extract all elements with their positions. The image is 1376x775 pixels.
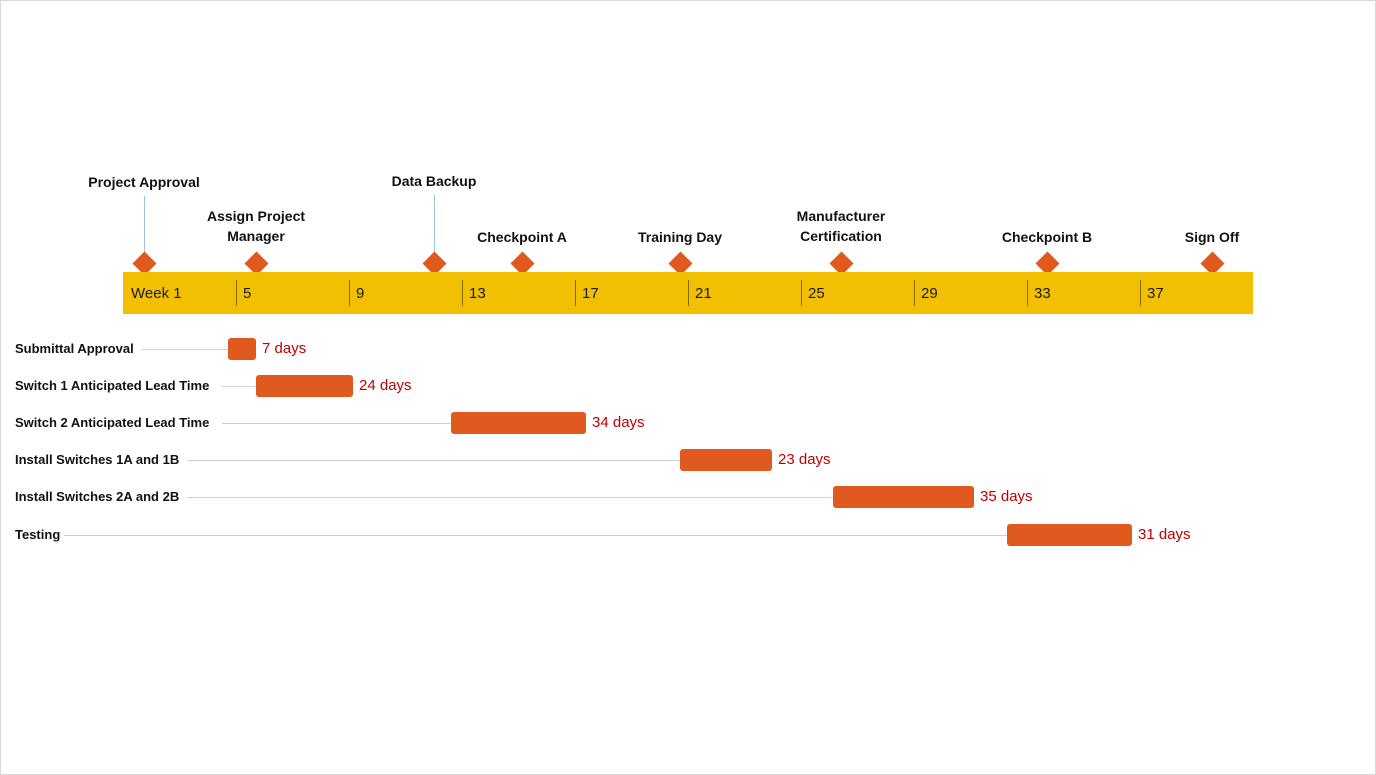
task-leader-line xyxy=(187,497,833,498)
task-bar xyxy=(833,486,974,508)
milestone-label: Sign Off xyxy=(1184,229,1240,245)
task-leader-line xyxy=(222,423,451,424)
timeline-tick-label: 13 xyxy=(469,285,486,302)
task-label: Testing xyxy=(15,527,61,542)
timeline-tick-label: 29 xyxy=(921,285,938,302)
milestone-label: Checkpoint B xyxy=(1001,229,1093,245)
timeline-tick-label: Week 1 xyxy=(131,285,182,302)
task-duration-label: 23 days xyxy=(778,451,831,468)
task-bar xyxy=(451,412,586,434)
task-label: Install Switches 1A and 1B xyxy=(15,452,180,467)
task-label: Submittal Approval xyxy=(15,341,134,356)
task-leader-line xyxy=(222,386,256,387)
task-leader-line xyxy=(187,460,680,461)
task-bar xyxy=(680,449,772,471)
milestone-label: Data Backup xyxy=(391,173,477,189)
task-label: Switch 2 Anticipated Lead Time xyxy=(15,415,210,430)
milestone-label: Training Day xyxy=(637,229,723,245)
timeline-tick xyxy=(349,280,350,306)
timeline-tick xyxy=(914,280,915,306)
timeline-tick-label: 21 xyxy=(695,285,712,302)
timeline-tick xyxy=(688,280,689,306)
milestone-leader-line xyxy=(144,196,145,258)
timeline-tick xyxy=(236,280,237,306)
task-bar xyxy=(228,338,256,360)
timeline-tick xyxy=(801,280,802,306)
timeline-tick-label: 17 xyxy=(582,285,599,302)
timeline-tick xyxy=(1140,280,1141,306)
timeline-tick xyxy=(462,280,463,306)
timeline-tick-label: 33 xyxy=(1034,285,1051,302)
milestone-label: Project Approval xyxy=(88,174,200,190)
task-leader-line xyxy=(64,535,1007,536)
task-duration-label: 24 days xyxy=(359,377,412,394)
timeline-tick-label: 9 xyxy=(356,285,365,302)
task-duration-label: 7 days xyxy=(262,340,307,357)
task-duration-label: 31 days xyxy=(1138,526,1191,543)
timeline-tick xyxy=(1027,280,1028,306)
timeline-tick xyxy=(575,280,576,306)
milestone-label: Checkpoint A xyxy=(477,229,567,245)
timeline-tick-label: 5 xyxy=(243,285,252,302)
milestone-leader-line xyxy=(434,195,435,258)
timeline-bar: Week 1 5 9 13 17 21 25 29 33 37 xyxy=(123,272,1253,314)
task-label: Switch 1 Anticipated Lead Time xyxy=(15,378,210,393)
task-label: Install Switches 2A and 2B xyxy=(15,489,180,504)
timeline-tick-label: 37 xyxy=(1147,285,1164,302)
timeline-tick-label: 25 xyxy=(808,285,825,302)
task-duration-label: 34 days xyxy=(592,414,645,431)
task-bar xyxy=(256,375,353,397)
task-duration-label: 35 days xyxy=(980,488,1033,505)
task-bar xyxy=(1007,524,1132,546)
task-leader-line xyxy=(142,349,228,350)
